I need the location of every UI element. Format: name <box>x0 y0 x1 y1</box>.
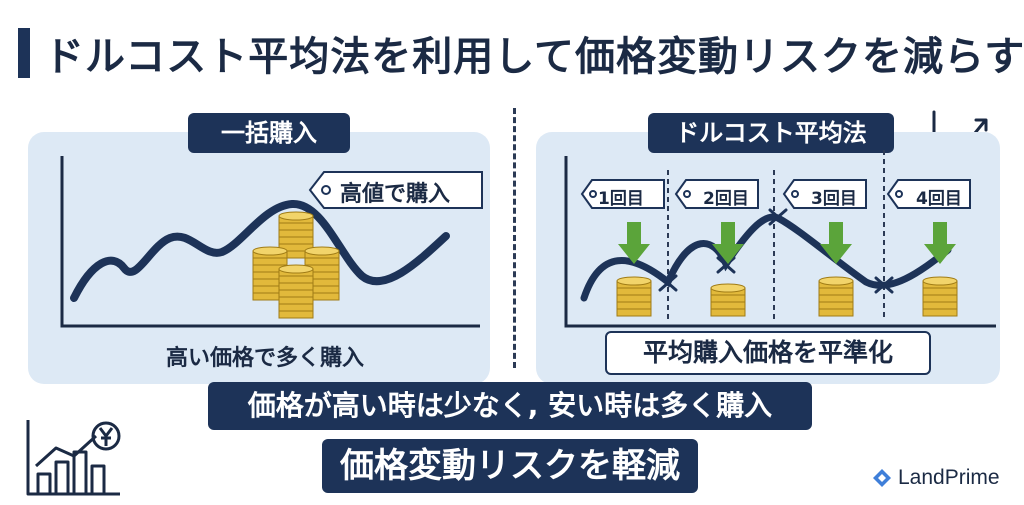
purchase-label-1: 1回目 <box>598 189 644 209</box>
purchase-tag-1 <box>580 179 665 209</box>
coin-stack <box>710 283 746 317</box>
lump-sum-caption: 高い価格で多く購入 <box>165 346 364 371</box>
coin-stack <box>616 276 652 317</box>
price-tag-high <box>308 171 483 209</box>
average-price-caption: 平均購入価格を平準化 <box>605 331 931 375</box>
purchase-tag-4 <box>886 179 971 209</box>
diamond-logo-icon <box>873 469 891 487</box>
purchase-tag-3 <box>782 179 867 209</box>
purchase-label-2: 2回目 <box>703 189 749 209</box>
coin-stack <box>922 276 958 317</box>
lump-sum-heading: 一括購入 <box>188 113 350 153</box>
coin-stack <box>278 211 314 259</box>
buy-arrow-icon <box>618 222 650 264</box>
page-title: ドルコスト平均法を利用して価格変動リスクを減らす <box>44 34 1024 80</box>
buy-arrow-icon <box>712 222 744 264</box>
risk-reduction-banner: 価格変動リスクを軽減 <box>322 439 698 493</box>
purchase-tag-2 <box>674 179 759 209</box>
buy-strategy-banner: 価格が高い時は少なく, 安い時は多く購入 <box>208 382 812 430</box>
center-divider <box>513 108 516 368</box>
purchase-label-3: 3回目 <box>811 189 857 209</box>
title-accent-bar <box>18 28 30 78</box>
buy-arrow-icon <box>924 222 956 264</box>
coin-stack <box>252 246 288 301</box>
coin-stack <box>278 264 314 319</box>
brand-name: LandPrime <box>898 466 1000 489</box>
purchase-label-4: 4回目 <box>916 189 962 209</box>
buy-arrow-icon <box>820 222 852 264</box>
coin-stack <box>818 276 854 317</box>
price-tag-high-text: 高値で購入 <box>340 182 451 207</box>
dollar-cost-heading: ドルコスト平均法 <box>648 113 894 153</box>
